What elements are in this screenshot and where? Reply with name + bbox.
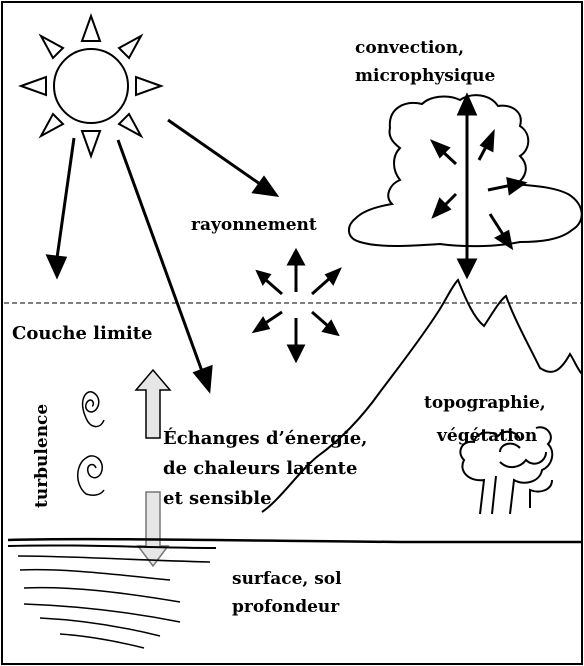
rayonnement-label: rayonnement	[191, 215, 317, 235]
sun-icon	[21, 16, 161, 156]
profondeur-label: profondeur	[232, 597, 340, 617]
turbulence-spiral-icon	[78, 392, 104, 495]
couche-limite-label: Couche limite	[12, 323, 153, 344]
echanges-label-line3: et sensible	[163, 488, 272, 509]
solar-radiation-arrows	[48, 120, 276, 390]
topographie-label: topographie,	[424, 393, 546, 413]
surface-label: surface, sol	[232, 569, 342, 589]
echanges-label-line2: de chaleurs latente	[163, 458, 357, 479]
vegetation-label: végétation	[436, 426, 537, 446]
microphysique-label: microphysique	[355, 66, 495, 86]
cloud-icon	[349, 95, 582, 246]
echanges-label-line1: Échanges d’énergie,	[163, 426, 367, 449]
turbulence-label: turbulence	[32, 404, 52, 508]
radiation-burst-icon	[255, 251, 339, 360]
soil-layers-icon	[8, 539, 582, 648]
convection-label: convection,	[355, 38, 464, 58]
